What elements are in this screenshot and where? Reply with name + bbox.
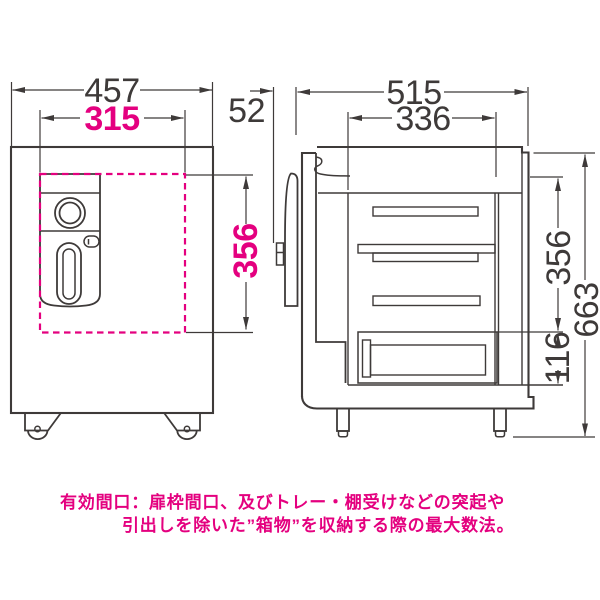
dial-icon xyxy=(54,197,86,229)
dim-52-label: 52 xyxy=(228,92,265,130)
foot-front xyxy=(336,407,350,438)
safe-body-front xyxy=(9,145,215,415)
diagram-svg: 457 315 356 xyxy=(9,72,600,440)
dim-663-label: 663 xyxy=(568,282,600,337)
foot-rear xyxy=(493,407,507,438)
drawer xyxy=(357,331,498,384)
side-dimensions: 52 515 336 356 116 663 xyxy=(228,74,600,438)
dim-315-label: 315 xyxy=(84,100,139,138)
door-profile xyxy=(300,151,351,397)
front-view: 457 315 356 xyxy=(9,72,265,440)
caster-left-icon xyxy=(24,412,62,440)
side-view: 52 515 336 356 116 663 xyxy=(228,74,600,438)
tray xyxy=(357,243,496,263)
dim-457-label: 457 xyxy=(84,72,139,110)
caster-right-icon xyxy=(163,412,201,440)
safe-body-side xyxy=(300,145,535,410)
effective-opening-outline xyxy=(38,172,187,334)
caption-line-1: 有効間口：扉枠間口、及びトレー・棚受けなどの突起や xyxy=(60,493,505,512)
interior-cavity xyxy=(318,152,563,386)
dim-356-side-label: 356 xyxy=(540,230,578,285)
dim-116-label: 116 xyxy=(539,332,577,385)
handle-profile xyxy=(275,172,299,307)
shelf-lower xyxy=(372,295,481,307)
shelf-top xyxy=(372,206,479,217)
caption-line-2: 引出しを除いた”箱物”を収納する際の最大数法。 xyxy=(122,516,515,535)
keyhole-icon xyxy=(83,235,100,248)
dim-356-front-label: 356 xyxy=(227,223,265,278)
dim-336-label: 336 xyxy=(395,100,450,138)
front-dimensions: 457 315 356 xyxy=(10,72,265,334)
lock-panel xyxy=(39,173,101,308)
handle-icon xyxy=(56,242,82,305)
dim-515-label: 515 xyxy=(386,74,441,112)
